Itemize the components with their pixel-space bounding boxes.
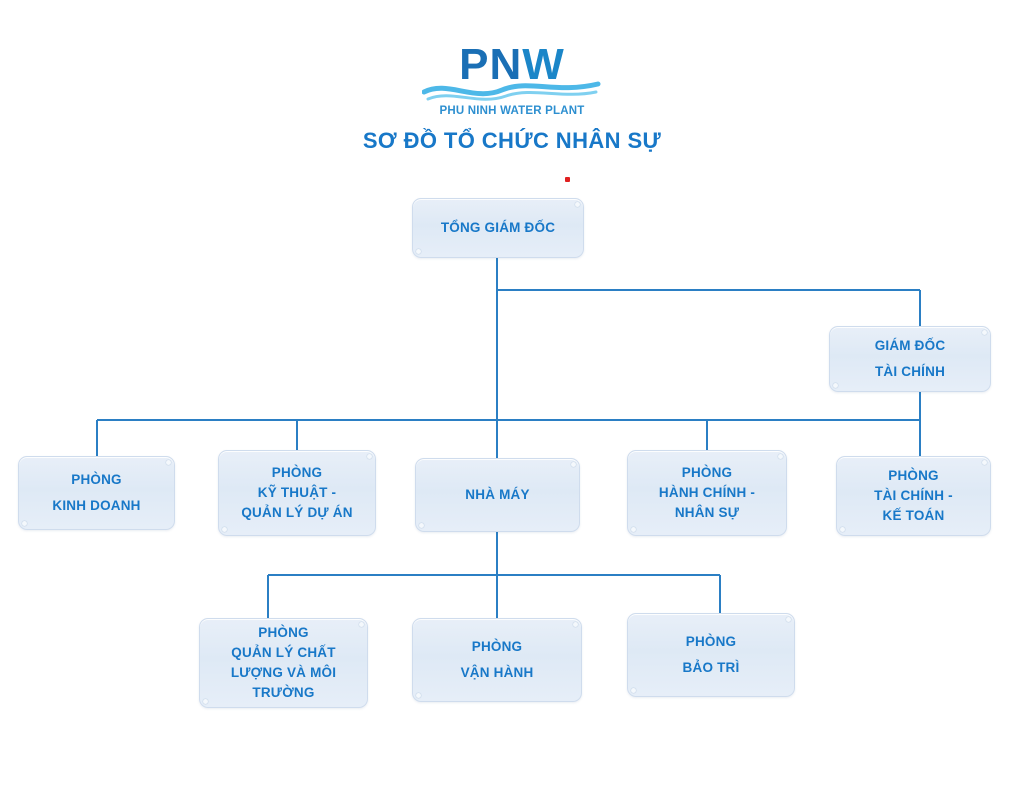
node-finance-label: PHÒNG TÀI CHÍNH - KẾ TOÁN: [874, 468, 953, 523]
node-admin-label: PHÒNG HÀNH CHÍNH - NHÂN SỰ: [658, 465, 756, 520]
node-operations[interactable]: PHÒNG VẬN HÀNH: [412, 618, 582, 702]
node-tech[interactable]: PHÒNG KỸ THUẬT - QUẢN LÝ DỰ ÁN: [218, 450, 376, 536]
resize-handle-top-right[interactable]: [359, 622, 364, 627]
resize-handle-bottom-left[interactable]: [631, 688, 636, 693]
resize-handle-bottom-left[interactable]: [416, 249, 421, 254]
page-title: SƠ ĐỒ TỔ CHỨC NHÂN SỰ: [362, 128, 662, 153]
resize-handle-bottom-left[interactable]: [631, 527, 636, 532]
resize-handle-top-right[interactable]: [367, 454, 372, 459]
node-maintenance-label: PHÒNG BẢO TRÌ: [682, 634, 740, 675]
resize-handle-bottom-left[interactable]: [840, 527, 845, 532]
node-plant[interactable]: NHÀ MÁY: [415, 458, 580, 532]
node-cfo-label: GIÁM ĐỐC TÀI CHÍNH: [874, 338, 946, 379]
resize-handle-bottom-left[interactable]: [222, 527, 227, 532]
node-sales-label: PHÒNG KINH DOANH: [52, 472, 141, 513]
logo-wordmark-pn: PN: [459, 40, 523, 89]
node-sales[interactable]: PHÒNG KINH DOANH: [18, 456, 175, 530]
node-finance[interactable]: PHÒNG TÀI CHÍNH - KẾ TOÁN: [836, 456, 991, 536]
resize-handle-bottom-left[interactable]: [22, 521, 27, 526]
resize-handle-top-right[interactable]: [575, 202, 580, 207]
resize-handle-top-right[interactable]: [573, 622, 578, 627]
node-maintenance[interactable]: PHÒNG BẢO TRÌ: [627, 613, 795, 697]
node-ceo[interactable]: TỔNG GIÁM ĐỐC: [412, 198, 584, 258]
node-cfo[interactable]: GIÁM ĐỐC TÀI CHÍNH: [829, 326, 991, 392]
resize-handle-top-right[interactable]: [786, 617, 791, 622]
resize-handle-bottom-left[interactable]: [419, 523, 424, 528]
resize-handle-bottom-left[interactable]: [416, 693, 421, 698]
resize-handle-top-right[interactable]: [982, 330, 987, 335]
node-admin[interactable]: PHÒNG HÀNH CHÍNH - NHÂN SỰ: [627, 450, 787, 536]
node-tech-label: PHÒNG KỸ THUẬT - QUẢN LÝ DỰ ÁN: [241, 465, 353, 520]
resize-handle-bottom-left[interactable]: [833, 383, 838, 388]
logo-wordmark-w: W: [522, 40, 565, 89]
logo-wordmark: PNW: [422, 42, 602, 88]
resize-handle-top-right[interactable]: [982, 460, 987, 465]
resize-handle-top-right[interactable]: [571, 462, 576, 467]
node-quality[interactable]: PHÒNG QUẢN LÝ CHẤT LƯỢNG VÀ MÔI TRƯỜNG: [199, 618, 368, 708]
resize-handle-bottom-left[interactable]: [203, 699, 208, 704]
node-quality-label: PHÒNG QUẢN LÝ CHẤT LƯỢNG VÀ MÔI TRƯỜNG: [230, 625, 337, 700]
resize-handle-top-right[interactable]: [166, 460, 171, 465]
node-plant-label: NHÀ MÁY: [465, 487, 530, 502]
water-wave-icon: [422, 81, 601, 101]
node-operations-label: PHÒNG VẬN HÀNH: [460, 639, 534, 680]
logo-subtitle: PHU NINH WATER PLANT: [439, 105, 585, 117]
resize-handle-top-right[interactable]: [778, 454, 783, 459]
node-ceo-label: TỔNG GIÁM ĐỐC: [440, 220, 556, 235]
company-logo: PNW PHU NINH WATER PLANT: [0, 42, 1024, 117]
red-marker-dot: [565, 177, 570, 182]
logo-mark: PNW: [422, 42, 602, 104]
